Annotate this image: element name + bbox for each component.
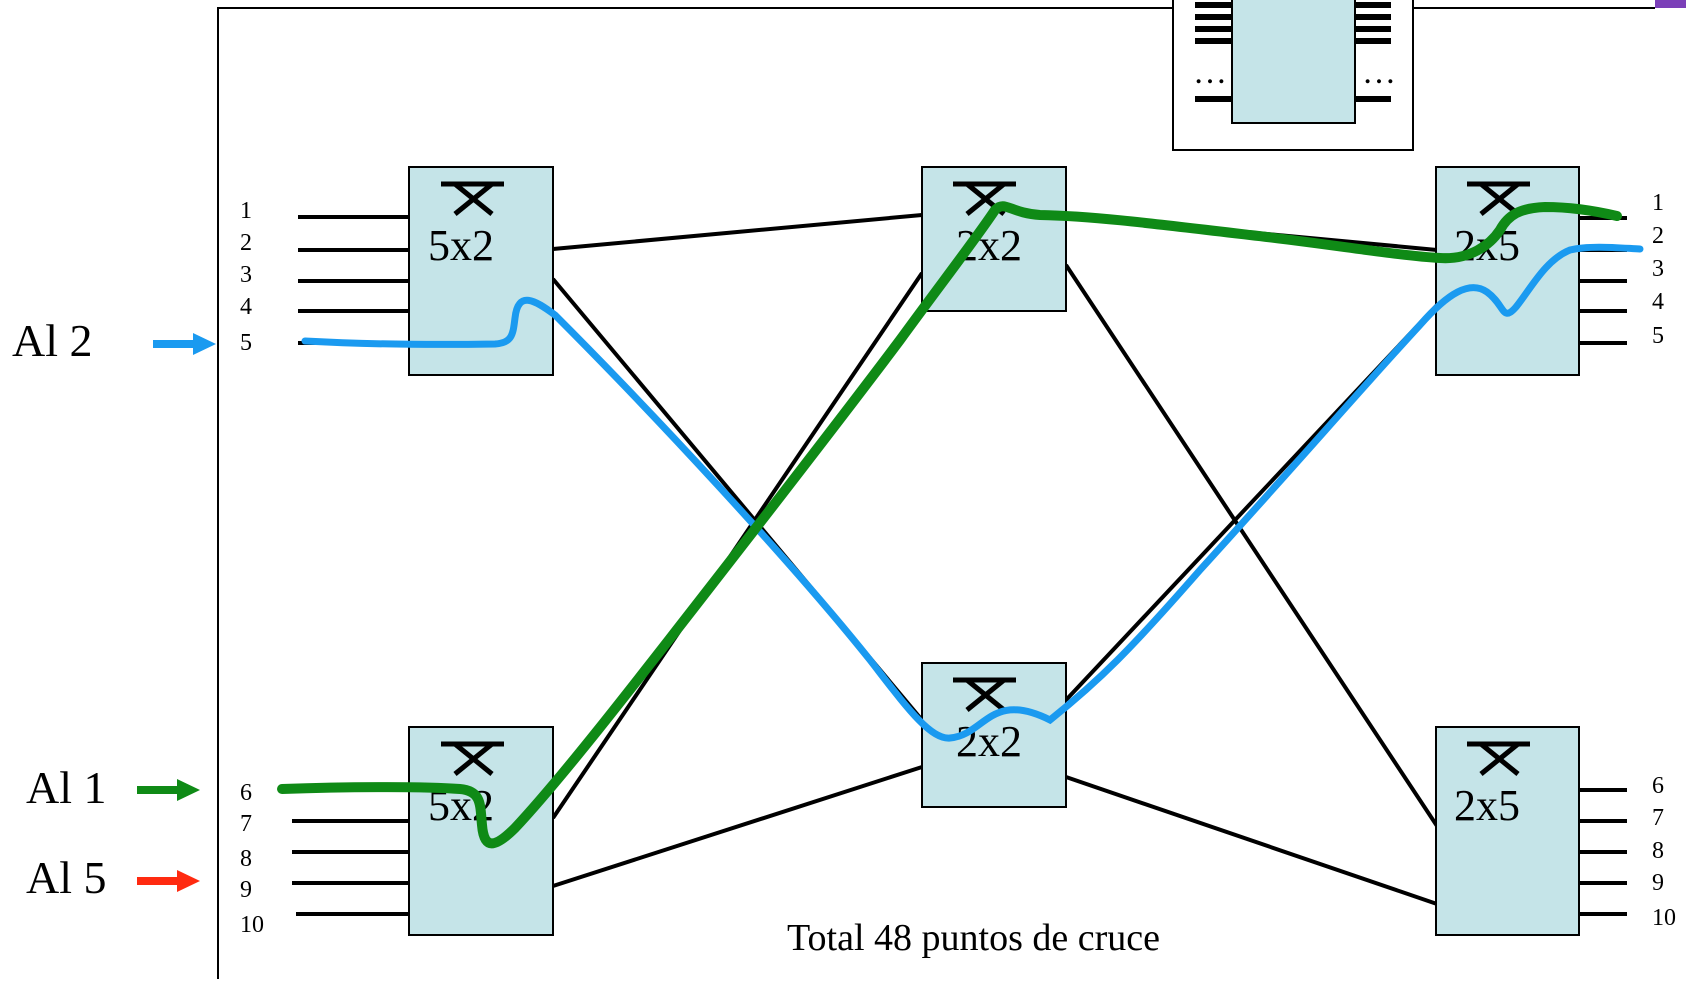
input-number: 8 xyxy=(240,846,252,872)
switch-stage1-top xyxy=(408,166,554,376)
call-path-al2 xyxy=(301,243,1644,742)
legend-dots-left: … xyxy=(1193,54,1231,91)
crossbar-icon xyxy=(1467,181,1530,216)
output-number: 4 xyxy=(1652,289,1664,315)
input-numbers: 1 2 3 4 5 6 7 8 9 10 xyxy=(240,198,264,938)
arrow-al5-icon xyxy=(137,870,200,892)
switch-label-stage2-bottom: 2x2 xyxy=(956,717,1022,766)
crossbar-icon xyxy=(441,741,504,776)
switch-stage3-bottom xyxy=(1435,726,1580,936)
output-number: 6 xyxy=(1652,773,1664,799)
output-number: 3 xyxy=(1652,256,1664,282)
legend-inset: … … xyxy=(1172,0,1414,151)
crossbar-icon xyxy=(1467,741,1530,776)
output-number: 10 xyxy=(1652,905,1676,931)
input-lines xyxy=(292,215,409,916)
output-number: 8 xyxy=(1652,838,1664,864)
switch-stage1-bottom xyxy=(408,726,554,936)
caller-label-al1: Al 1 xyxy=(26,762,107,813)
switch-stage3-top xyxy=(1435,166,1580,376)
output-number: 7 xyxy=(1652,805,1664,831)
input-number: 2 xyxy=(240,230,252,256)
output-number: 1 xyxy=(1652,190,1664,216)
caller-label-al5: Al 5 xyxy=(26,852,107,903)
corner-accent xyxy=(1655,0,1686,8)
input-number: 1 xyxy=(240,198,252,224)
switch-boxes xyxy=(408,166,1580,936)
output-number: 9 xyxy=(1652,870,1664,896)
legend-dots-right: … xyxy=(1362,54,1400,91)
crossbar-icon xyxy=(441,181,504,216)
caller-label-al2: Al 2 xyxy=(12,315,93,366)
crossbar-icon xyxy=(953,677,1016,712)
output-lines xyxy=(1579,216,1627,916)
input-number: 9 xyxy=(240,877,252,903)
input-number: 6 xyxy=(240,780,252,806)
input-number: 4 xyxy=(240,294,252,320)
output-number: 5 xyxy=(1652,323,1664,349)
switch-label-stage1-top: 5x2 xyxy=(428,221,494,270)
switch-label-stage3-bottom: 2x5 xyxy=(1454,781,1520,830)
input-number: 3 xyxy=(240,262,252,288)
arrow-al1-icon xyxy=(137,779,200,801)
input-number: 5 xyxy=(240,330,252,356)
input-number: 7 xyxy=(240,811,252,837)
arrow-al2-icon xyxy=(153,333,216,355)
output-number: 2 xyxy=(1652,223,1664,249)
output-numbers: 1 2 3 4 5 6 7 8 9 10 xyxy=(1652,190,1676,931)
call-path-al1 xyxy=(277,201,1622,849)
input-number: 10 xyxy=(240,912,264,938)
footer-total: Total 48 puntos de cruce xyxy=(787,917,1160,959)
